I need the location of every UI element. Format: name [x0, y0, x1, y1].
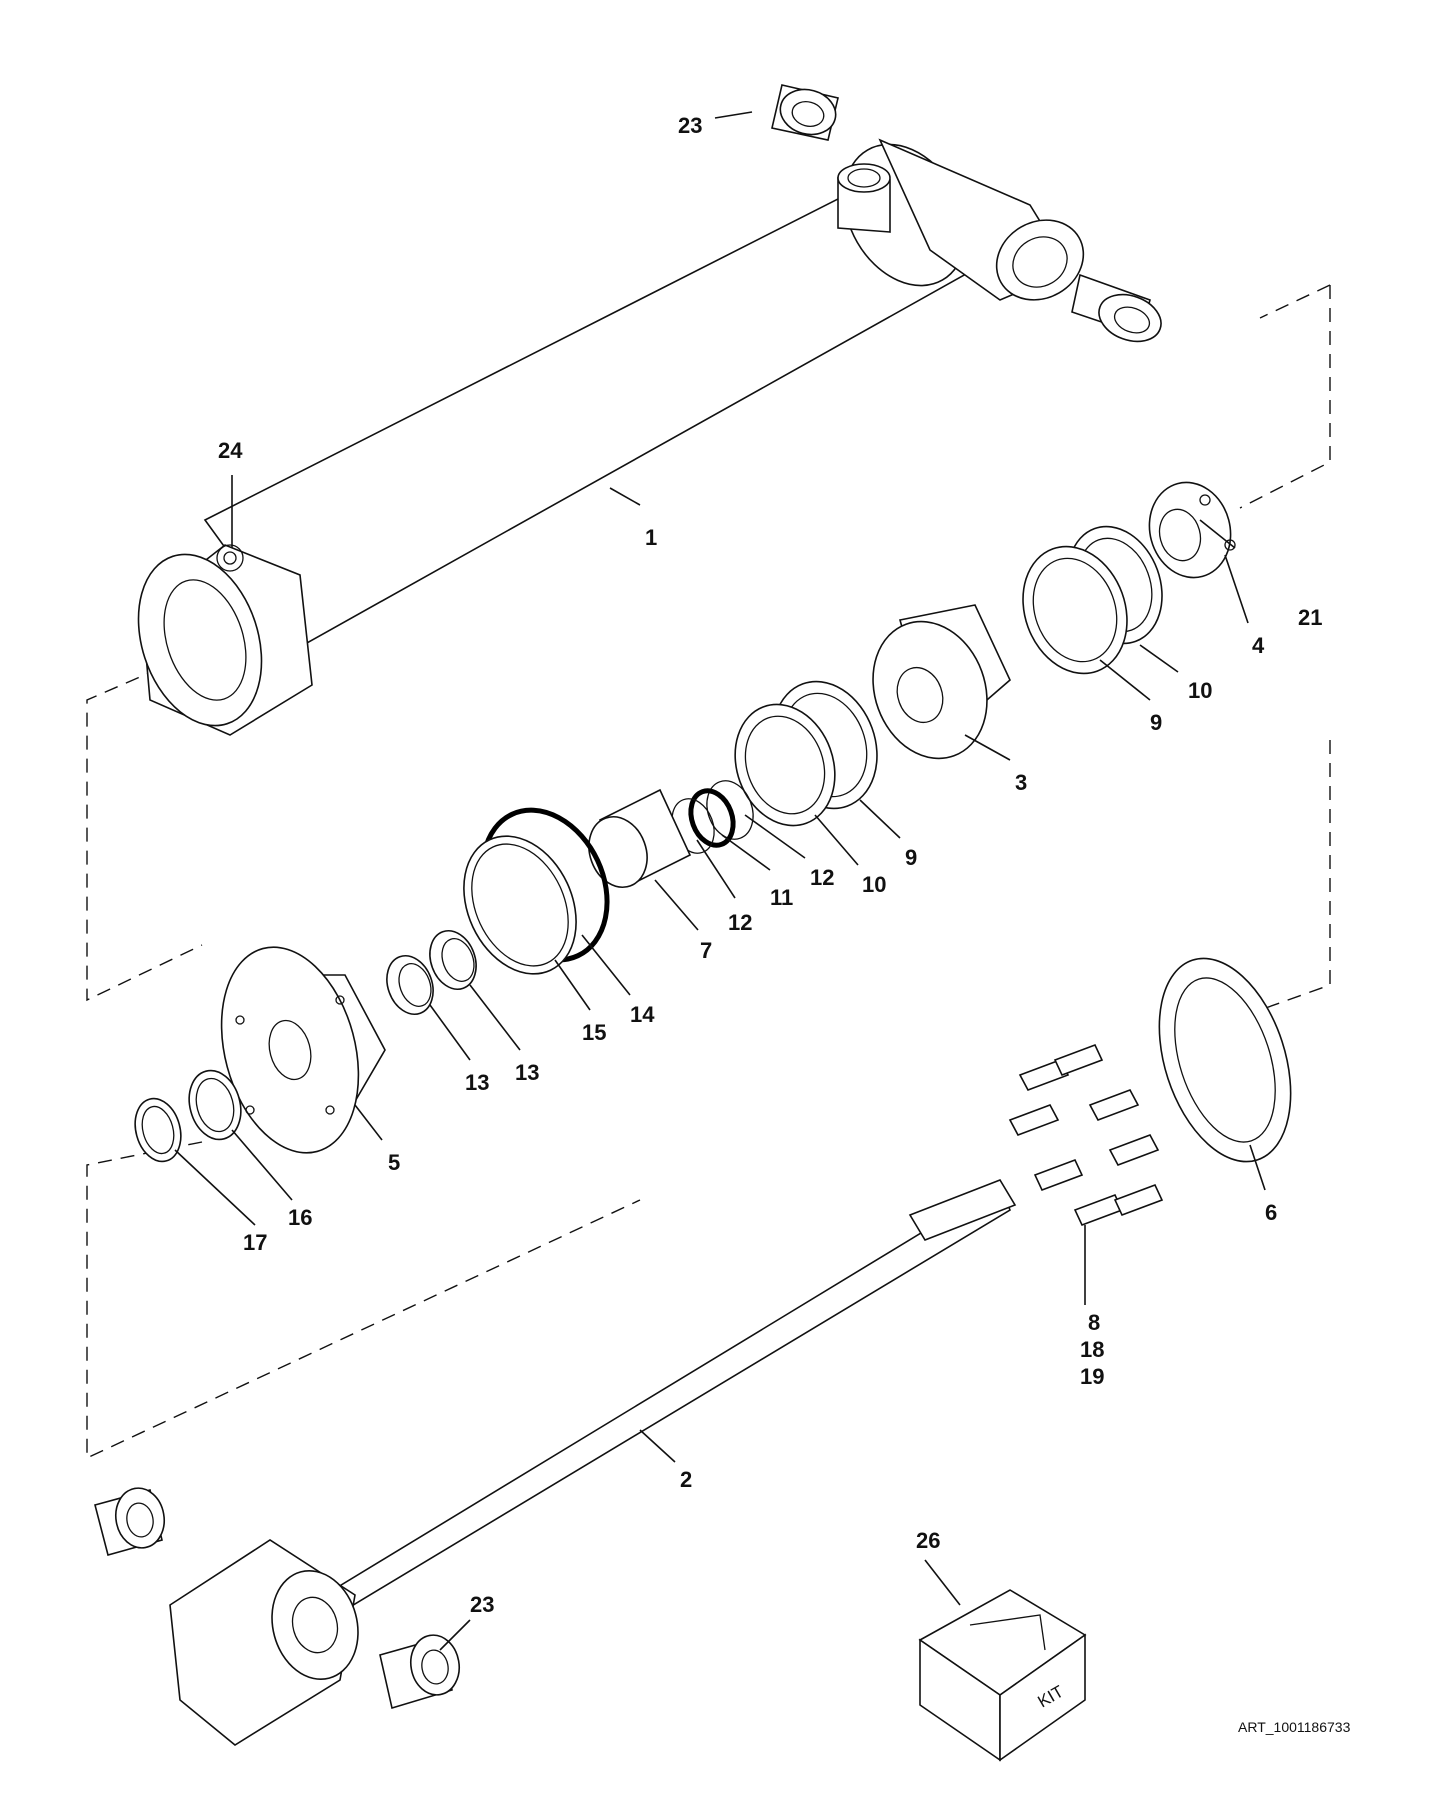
rod-seal-rings — [134, 1069, 242, 1163]
callout-16: 16 — [288, 1205, 312, 1230]
callout-7: 7 — [700, 938, 712, 963]
callout-10: 10 — [862, 872, 886, 897]
callout-6: 6 — [1265, 1200, 1277, 1225]
art-reference: ART_1001186733 — [1238, 1719, 1351, 1735]
bushing-top-left — [771, 84, 839, 141]
callout-5: 5 — [388, 1150, 400, 1175]
callout-4: 4 — [1252, 633, 1265, 658]
callout-24: 24 — [218, 438, 243, 463]
callout-labels: 23 24 1 21 4 10 9 3 9 10 12 11 12 7 14 1… — [218, 113, 1322, 1617]
callout-2: 2 — [680, 1467, 692, 1492]
assembly-guide-lines — [86, 284, 1331, 1460]
head-seal-rings — [463, 807, 610, 975]
cylinder-head — [220, 946, 386, 1154]
callout-15: 15 — [582, 1020, 606, 1045]
callout-12: 12 — [810, 865, 834, 890]
piston-rod — [169, 1179, 1017, 1746]
bushing-top-right — [1071, 273, 1162, 343]
piston — [872, 604, 1011, 760]
callout-10: 10 — [1188, 678, 1212, 703]
callout-13: 13 — [515, 1060, 539, 1085]
spacer — [588, 788, 692, 888]
callout-26: 26 — [916, 1528, 940, 1553]
piston-seal-rings-right — [1022, 525, 1163, 675]
callout-21: 21 — [1298, 605, 1322, 630]
piston-nut — [1148, 481, 1236, 579]
flange-gasket — [1158, 957, 1292, 1163]
callout-3: 3 — [1015, 770, 1027, 795]
callout-17: 17 — [243, 1230, 267, 1255]
callout-13: 13 — [465, 1070, 489, 1095]
bushing-bottom-right — [379, 1634, 461, 1710]
cylinder-barrel — [137, 138, 1085, 736]
callout-11: 11 — [770, 885, 793, 910]
cap-screws — [1008, 1043, 1164, 1227]
leader-lines — [174, 111, 1266, 1651]
head-bushings — [386, 930, 477, 1015]
callout-18: 18 — [1080, 1337, 1104, 1362]
callout-9: 9 — [905, 845, 917, 870]
callout-23: 23 — [470, 1592, 494, 1617]
callout-19: 19 — [1080, 1364, 1104, 1389]
callout-9: 9 — [1150, 710, 1162, 735]
callout-23: 23 — [678, 113, 702, 138]
callout-1: 1 — [645, 525, 657, 550]
callout-8: 8 — [1088, 1310, 1100, 1335]
bushing-bottom-left — [94, 1487, 166, 1556]
piston-seal-rings-center — [734, 680, 878, 827]
callout-12: 12 — [728, 910, 752, 935]
callout-14: 14 — [630, 1002, 655, 1027]
kit-box: KIT — [918, 1589, 1087, 1762]
